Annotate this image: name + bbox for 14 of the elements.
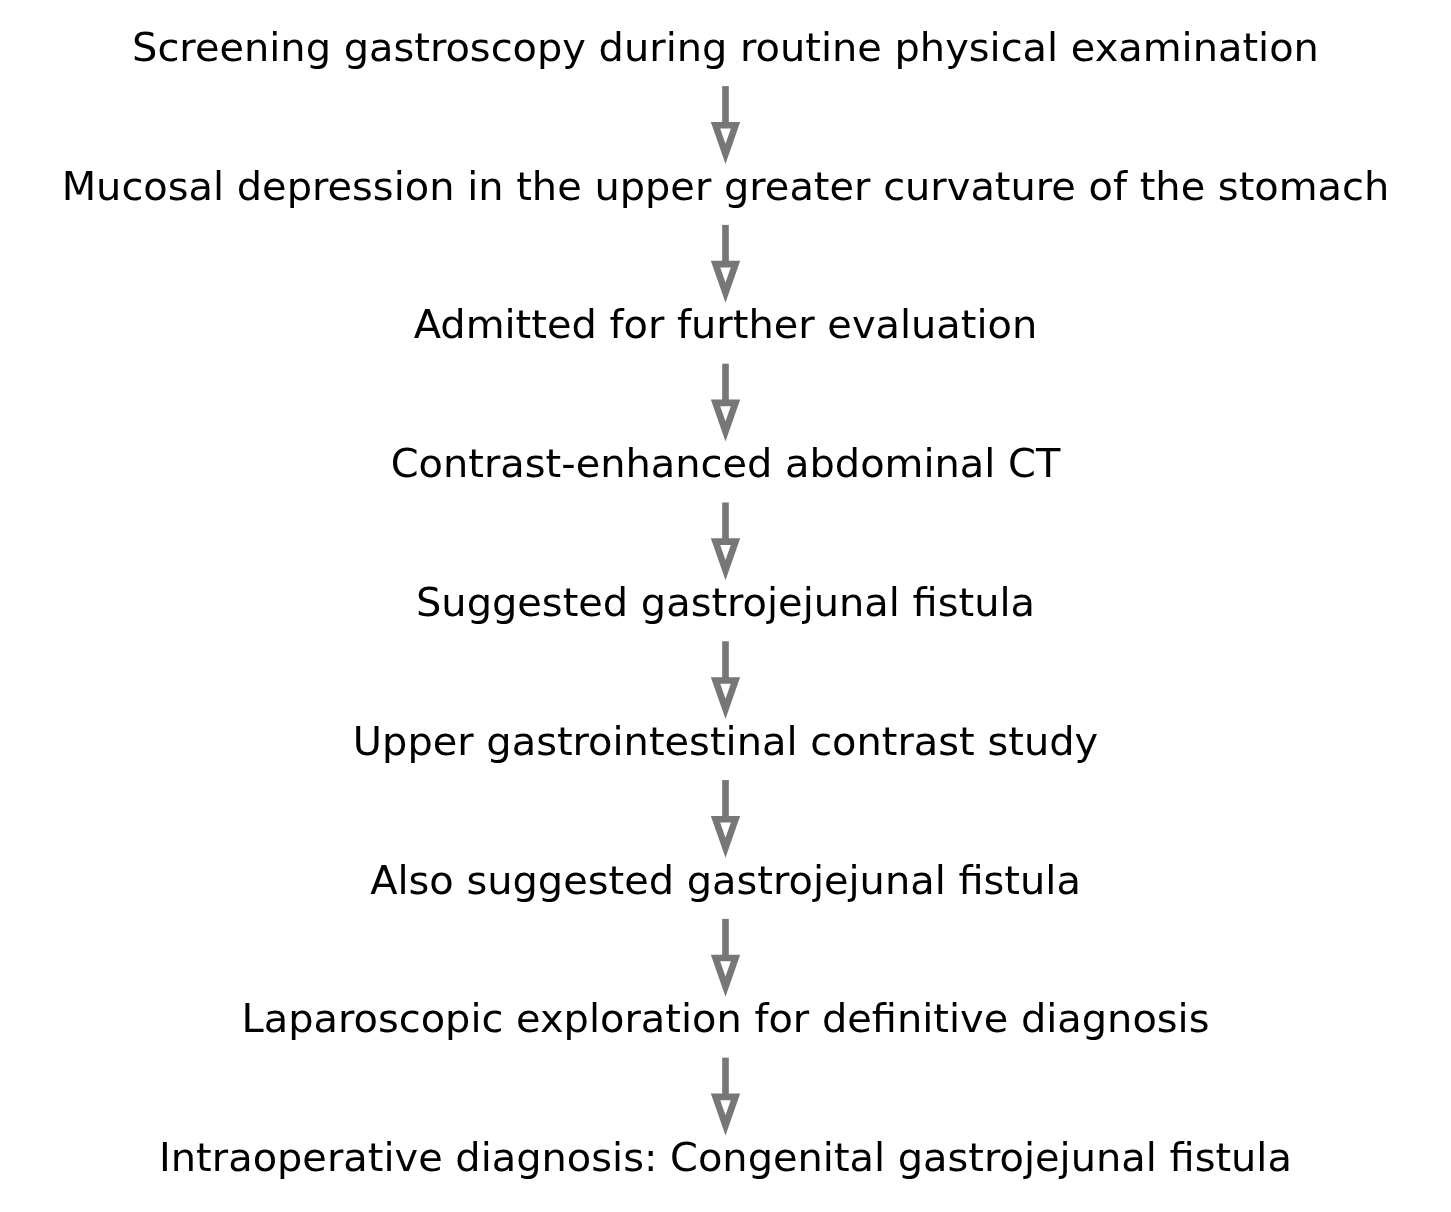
node-text: Suggested gastrojejunal fistula [416,579,1035,626]
node-text: Also suggested gastrojejunal fistula [370,856,1081,903]
node-text: Admitted for further evaluation [413,301,1038,348]
node-text: Screening gastroscopy during routine physical examination [132,23,1319,70]
arrow [710,1057,741,1136]
node-text: Upper gastrointestinal contrast study [352,717,1099,764]
node-text: Contrast-enhanced abdominal CT [390,440,1061,487]
arrow [710,224,741,303]
node-text: Mucosal depression in the upper greater curvature of the stomach [61,162,1390,209]
node-text: Laparoscopic exploration for definitive diagnosis [241,995,1210,1042]
arrow [710,363,741,442]
arrow [710,502,741,581]
node-text: Intraoperative diagnosis: Congenital gastrojejunal fistula [159,1134,1292,1181]
arrow [710,918,741,997]
